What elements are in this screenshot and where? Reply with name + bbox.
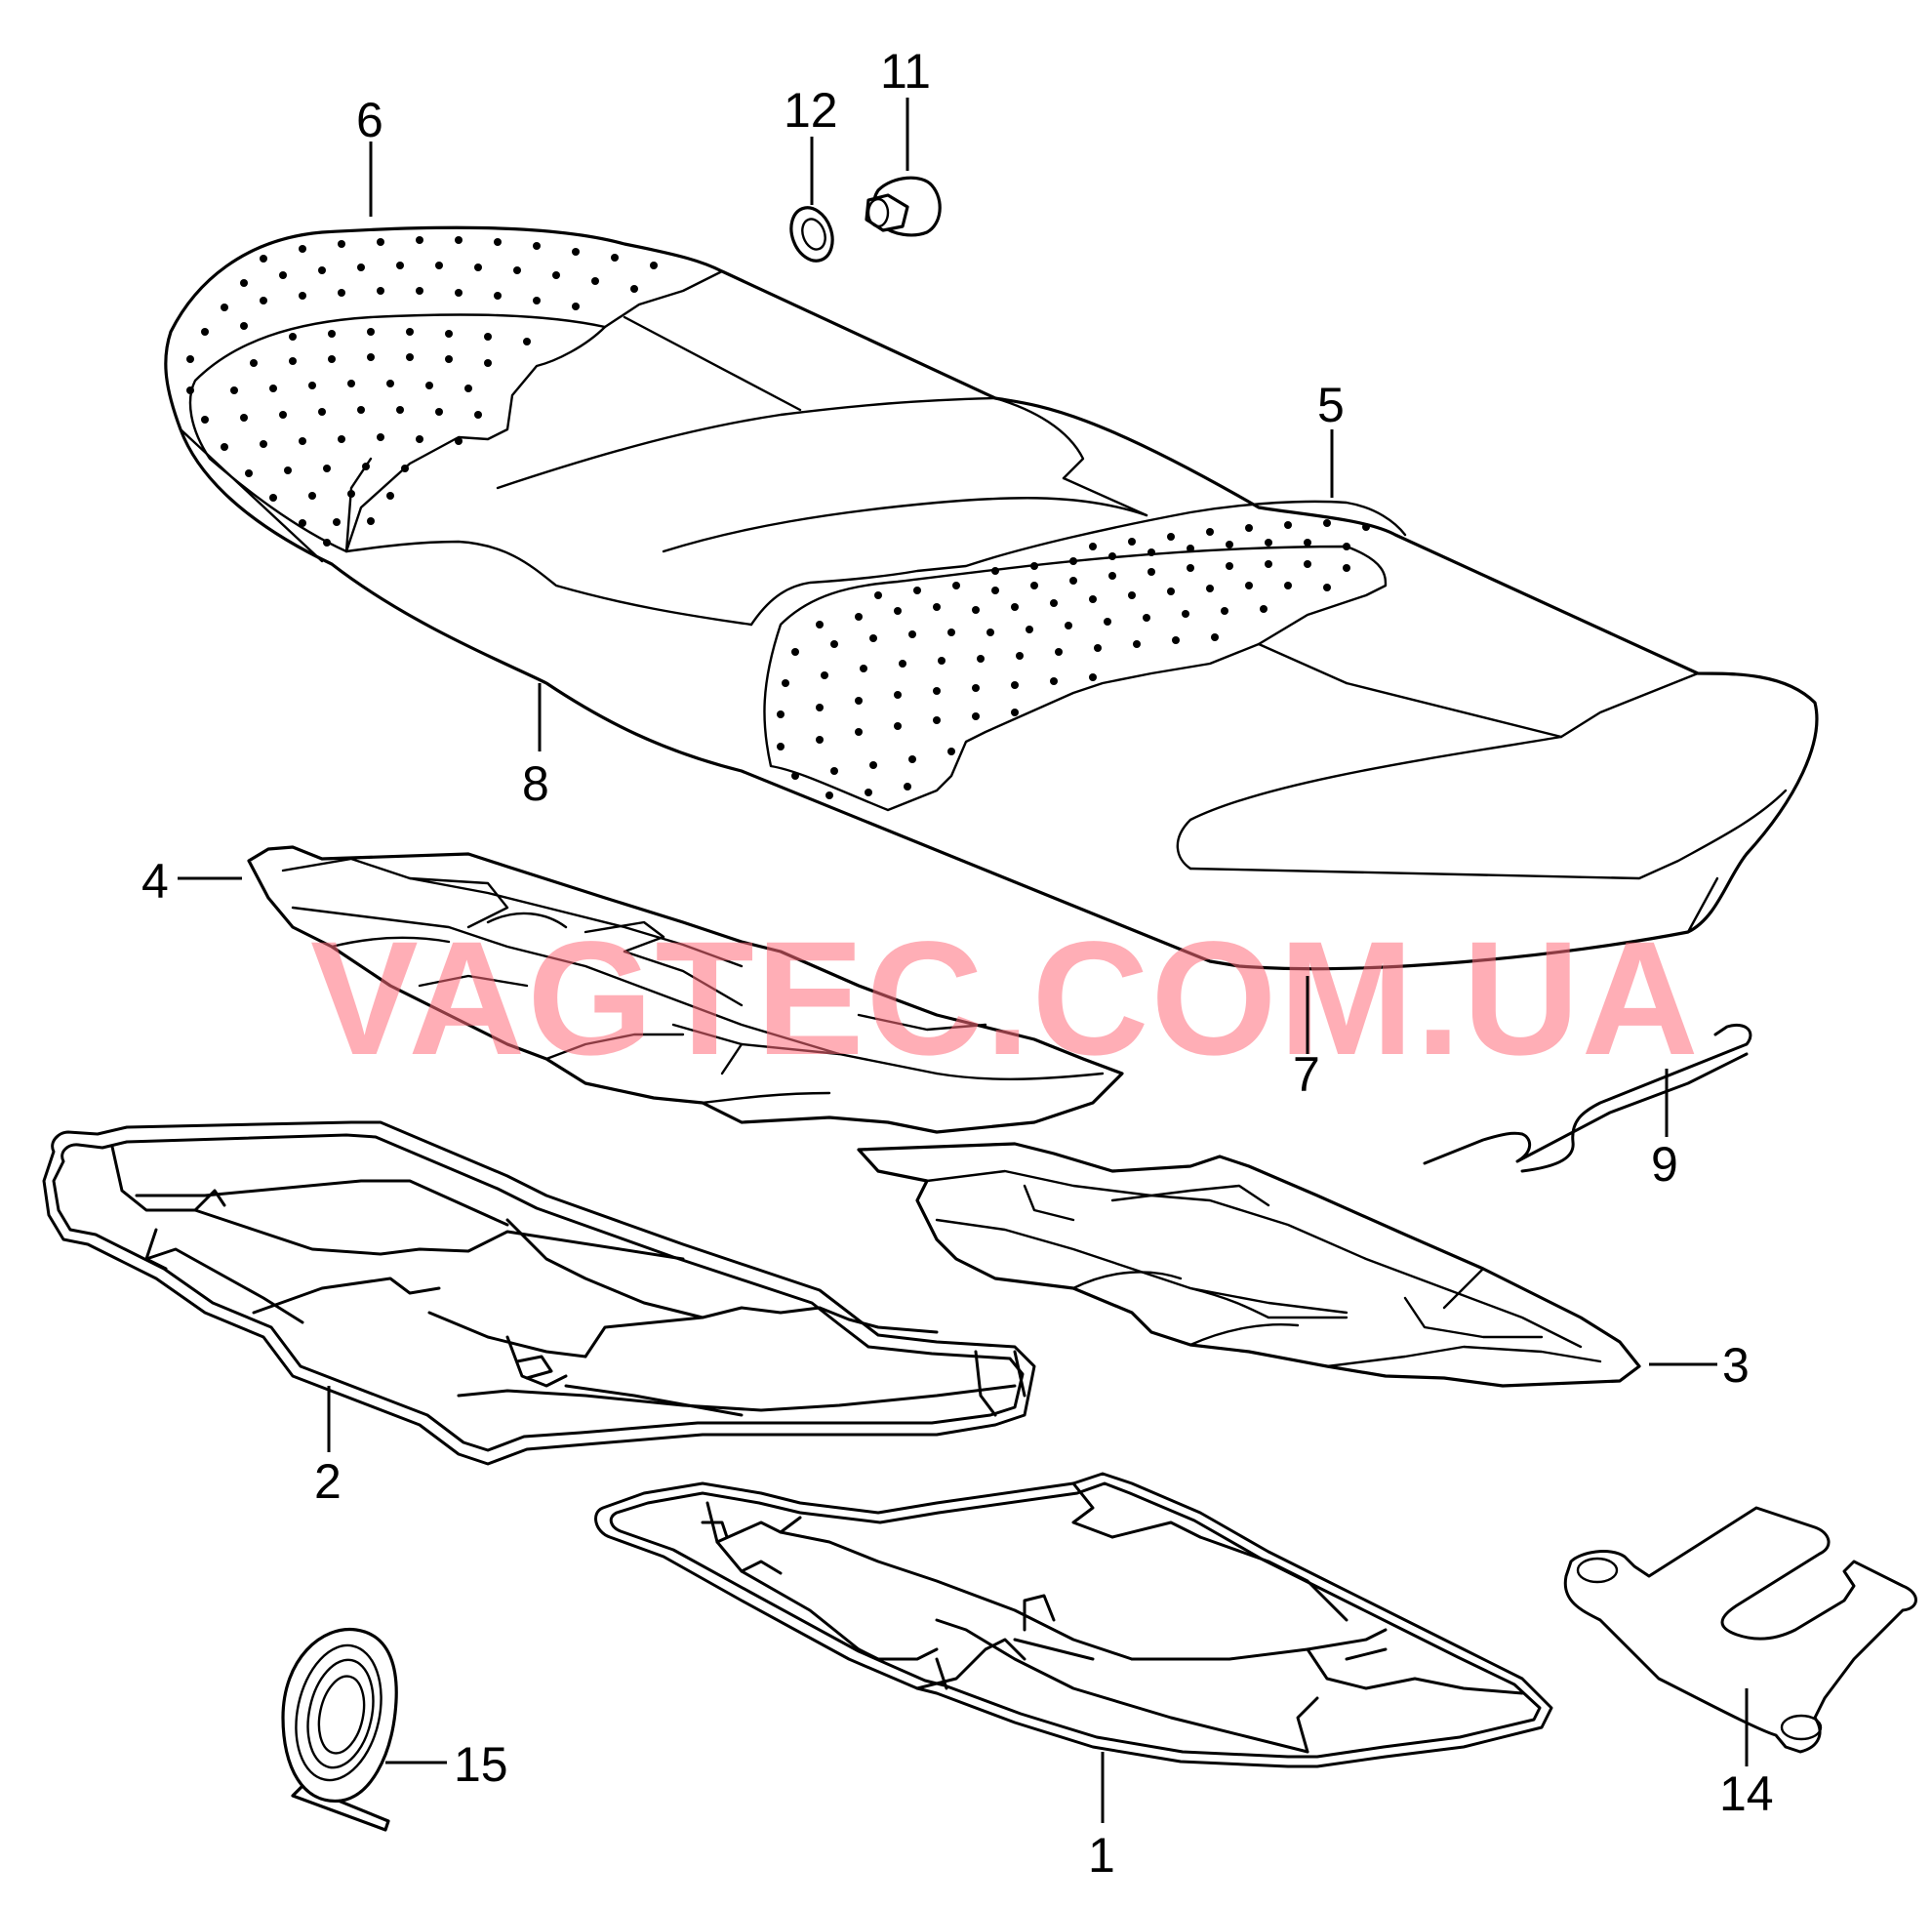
callout-14: 14 xyxy=(1719,1766,1774,1821)
wire-bracket-part-9 xyxy=(1423,1024,1752,1173)
callout-9: 9 xyxy=(1651,1137,1678,1192)
callout-labels: 6 12 11 5 8 4 7 9 3 2 15 14 1 xyxy=(141,44,1774,1883)
wire-frame-part-1 xyxy=(594,1472,1553,1768)
callout-3: 3 xyxy=(1722,1338,1750,1393)
callout-8: 8 xyxy=(522,756,549,811)
callout-4: 4 xyxy=(141,854,169,909)
perforation-pattern xyxy=(186,236,1370,799)
push-clip-part-11 xyxy=(865,176,942,237)
wire-frame-part-2 xyxy=(42,1120,1036,1466)
grommet-part-12 xyxy=(789,206,834,263)
tape-roll-part-15 xyxy=(281,1627,398,1832)
callout-7: 7 xyxy=(1293,1047,1320,1102)
callout-12: 12 xyxy=(784,83,838,138)
callout-2: 2 xyxy=(314,1454,342,1509)
leader-lines xyxy=(178,98,1749,1823)
callout-6: 6 xyxy=(356,93,383,147)
seat-cushion-cover xyxy=(164,225,1819,971)
watermark: VAGTEC.COM.UA xyxy=(310,909,1701,1089)
spring-clip-part-14 xyxy=(1563,1506,1917,1754)
callout-11: 11 xyxy=(880,44,931,99)
callout-15: 15 xyxy=(454,1737,508,1792)
heating-pad-part-4 xyxy=(247,845,1124,1134)
callout-1: 1 xyxy=(1088,1828,1115,1883)
heating-pad-part-3 xyxy=(857,1142,1641,1388)
callout-5: 5 xyxy=(1317,378,1345,432)
